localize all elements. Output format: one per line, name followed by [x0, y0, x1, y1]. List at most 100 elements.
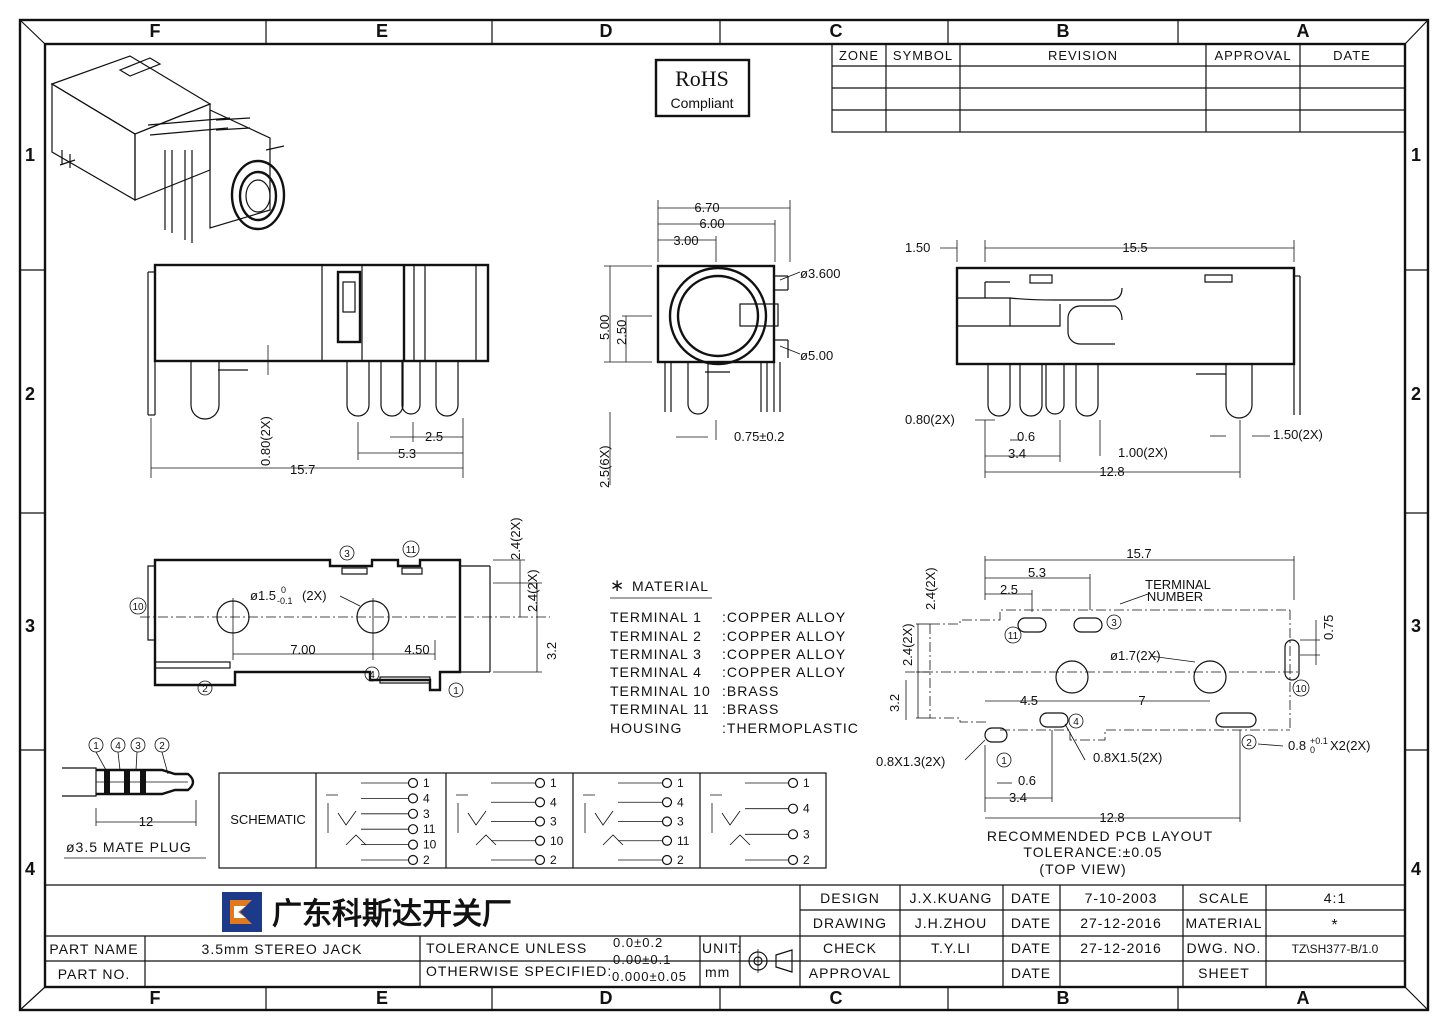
dim-front-pin: 0.75±0.2: [734, 429, 785, 444]
dim-pcb-pitch: 2.5: [1000, 582, 1018, 597]
terminal-marker: 3: [344, 549, 350, 560]
col-label-top: D: [600, 21, 613, 41]
pcb-caption-view: (TOP VIEW): [1039, 861, 1126, 877]
scale-label: SCALE: [1199, 890, 1250, 906]
schematic-terminal-label: 4: [550, 795, 557, 809]
col-label-top: B: [1057, 21, 1070, 41]
schematic-terminal-label: 3: [550, 815, 557, 829]
schematic-label: SCHEMATIC: [230, 812, 306, 827]
plug-contact-label: 2: [159, 741, 165, 752]
dim-side-length: 15.7: [290, 462, 315, 477]
dim-pcb-total: 12.8: [1099, 810, 1124, 825]
tolerance-3: 0.000±0.05: [612, 969, 687, 984]
schematic-terminal: [787, 777, 799, 789]
material-value: :BRASS: [722, 701, 779, 717]
material-term: TERMINAL 2: [610, 628, 702, 644]
dim-pcb-pad-mid: 0.8X1.5(2X): [1093, 750, 1162, 765]
material-list: ∗ MATERIAL TERMINAL 1 :COPPER ALLOY TERM…: [610, 576, 859, 736]
terminal-marker: 2: [202, 684, 208, 695]
design-date: 7-10-2003: [1085, 890, 1158, 906]
col-label-bottom: A: [1297, 988, 1310, 1008]
plug-length: 12: [139, 814, 153, 829]
rev-header-date: DATE: [1333, 48, 1371, 63]
material-term: TERMINAL 4: [610, 664, 702, 680]
material-value: :COPPER ALLOY: [722, 609, 846, 625]
schematic-switch: [326, 794, 367, 846]
dim-pcb-lower-row: 3.2: [887, 694, 902, 712]
schematic-terminal: [407, 808, 419, 819]
schematic-terminal: [787, 854, 799, 866]
pcb-number-label: NUMBER: [1147, 589, 1203, 604]
drawing-value: J.H.ZHOU: [915, 915, 988, 931]
drawing-label: DRAWING: [813, 915, 887, 931]
dim-right-total: 12.8: [1099, 464, 1124, 479]
material-value: :THERMOPLASTIC: [722, 720, 859, 736]
schematic-terminal: [407, 839, 419, 850]
schematic-terminal: [661, 816, 673, 827]
dim-pcb-gap: 0.6: [1018, 773, 1036, 788]
schematic-switch: [583, 794, 624, 846]
schematic-terminal-label: 3: [803, 827, 810, 841]
rev-header-zone: ZONE: [839, 48, 879, 63]
col-label-top: C: [830, 21, 843, 41]
schematic-terminal-label: 1: [550, 776, 557, 790]
row-label-right: 3: [1411, 616, 1421, 636]
schematic-terminal-label: 10: [550, 834, 564, 848]
schematic-terminal-label: 10: [423, 838, 437, 852]
col-label-bottom: C: [830, 988, 843, 1008]
schematic-terminal: [534, 854, 546, 866]
material-value: :COPPER ALLOY: [722, 664, 846, 680]
part-name-label: PART NAME: [49, 941, 138, 957]
col-label-bottom: B: [1057, 988, 1070, 1008]
material-value: :BRASS: [722, 683, 779, 699]
approval-label: APPROVAL: [809, 965, 891, 981]
dim-bottom-offset: 4.50: [404, 642, 429, 657]
rev-header-revision: REVISION: [1048, 48, 1118, 63]
dim-right-length: 15.5: [1122, 240, 1147, 255]
row-label-left: 3: [25, 616, 35, 636]
dim-right-gap: 0.6: [1017, 429, 1035, 444]
schematic-terminal: [661, 835, 673, 846]
design-value: J.X.KUANG: [910, 890, 993, 906]
schematic-terminal-label: 1: [803, 776, 810, 790]
dim-pcb-offset: 4.5: [1020, 693, 1038, 708]
check-date: 27-12-2016: [1080, 940, 1162, 956]
company-logo: [222, 892, 262, 932]
date-label: DATE: [1011, 890, 1051, 906]
dim-bottom-mid-edge: 2.4(2X): [525, 569, 540, 612]
schematic-terminal-label: 11: [423, 822, 436, 836]
tolerance-2: 0.00±0.1: [613, 952, 672, 967]
plug-contact-label: 4: [115, 741, 121, 752]
plug-contact-label: 3: [135, 741, 141, 752]
dim-pcb-pad-small: 0.8X1.3(2X): [876, 754, 945, 769]
dim-right-pin: 1.00(2X): [1118, 445, 1168, 460]
rohs-subtitle: Compliant: [670, 95, 733, 111]
drawing-date: 27-12-2016: [1080, 915, 1162, 931]
dim-pcb-mid-row: 2.4(2X): [900, 623, 915, 666]
schematic-terminal: [661, 777, 673, 789]
dim-bottom-hole-count: (2X): [302, 588, 327, 603]
material-label: MATERIAL: [1186, 915, 1263, 931]
row-label-right: 2: [1411, 384, 1421, 404]
dim-front-body: 6.00: [699, 216, 724, 231]
schematic-terminal-label: 1: [677, 776, 684, 790]
dim-bottom-hole-minus: -0.1: [277, 596, 293, 606]
pcb-caption-title: RECOMMENDED PCB LAYOUT: [987, 828, 1213, 844]
dim-right-tab: 1.50(2X): [1273, 427, 1323, 442]
terminal-marker: 2: [1246, 738, 1252, 749]
svg-text:∗: ∗: [610, 576, 624, 595]
schematic-terminal: [534, 797, 546, 808]
plug-caption: ø3.5 MATE PLUG: [66, 839, 192, 855]
dim-right-lead: 0.80(2X): [905, 412, 955, 427]
terminal-marker: 1: [1001, 756, 1007, 767]
date-label: DATE: [1011, 965, 1051, 981]
terminal-marker: 1: [453, 686, 459, 697]
schematic-terminal: [534, 835, 546, 846]
schematic-terminal: [787, 829, 799, 840]
row-label-left: 4: [25, 859, 35, 879]
dim-bottom-spacing: 7.00: [290, 642, 315, 657]
schematic-terminal-label: 2: [803, 853, 810, 867]
col-label-bottom: F: [150, 988, 161, 1008]
dim-front-width: 6.70: [694, 200, 719, 215]
